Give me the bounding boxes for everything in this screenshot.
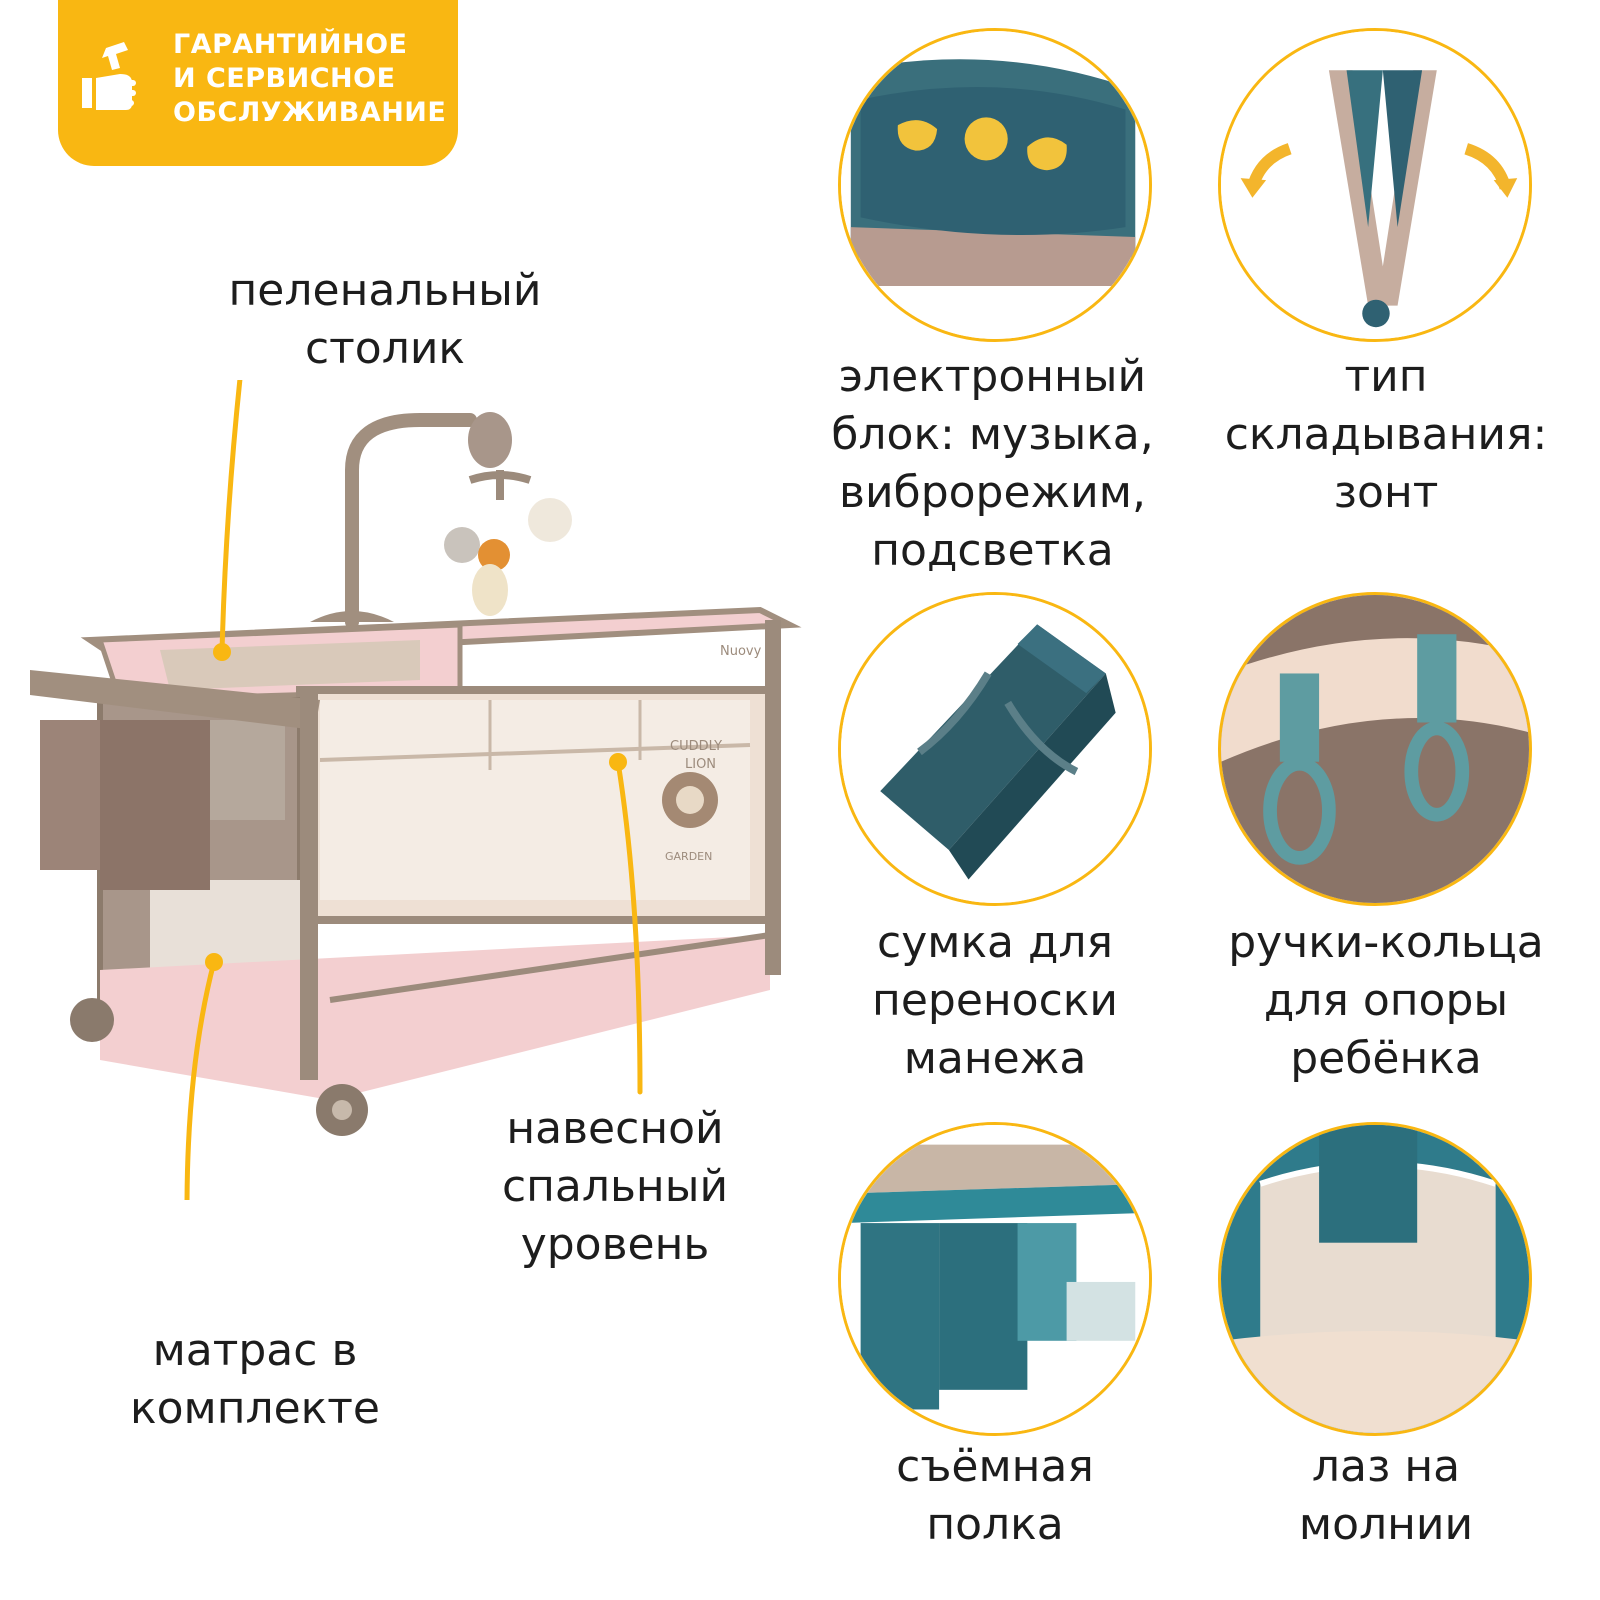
removable-shelf-label: съёмная полка — [800, 1438, 1190, 1554]
electronic-unit-label: электронный блок: музыка, виброрежим, по… — [790, 348, 1195, 580]
electronic-unit-line-3: виброрежим, — [839, 467, 1146, 518]
mattress-line-1: матрас в — [152, 1325, 358, 1376]
sleeping-level-leader — [615, 759, 643, 1095]
warranty-badge: ГАРАНТИЙНОЕ И СЕРВИСНОЕ ОБСЛУЖИВАНИЕ — [58, 0, 458, 166]
folding-type-line-2: складывания: — [1224, 409, 1548, 460]
decal-line-2: LION — [685, 757, 716, 772]
changing-table-leader — [219, 380, 243, 655]
brand-mark: Nuovy — [720, 644, 762, 659]
carry-bag-photo — [838, 592, 1152, 906]
removable-shelf-photo — [838, 1122, 1152, 1436]
electronic-unit-line-1: электронный — [838, 351, 1147, 402]
service-hand-hammer-icon — [82, 42, 136, 110]
zip-door-line-2: молнии — [1298, 1499, 1474, 1550]
electronic-unit-line-4: подсветка — [871, 525, 1114, 576]
sleeping-level-line-3: уровень — [520, 1219, 710, 1270]
folding-type-line-3: зонт — [1333, 467, 1439, 518]
mattress-line-2: комплекте — [130, 1383, 380, 1434]
sleeping-level-line-2: спальный — [501, 1161, 729, 1212]
sleeping-level-label: навесной спальный уровень — [450, 1100, 780, 1274]
warranty-text: ГАРАНТИЙНОЕ И СЕРВИСНОЕ ОБСЛУЖИВАНИЕ — [173, 28, 458, 130]
electronic-unit-line-2: блок: музыка, — [831, 409, 1154, 460]
warranty-line-3: ОБСЛУЖИВАНИЕ — [173, 97, 447, 128]
carry-bag-line-3: манежа — [903, 1033, 1087, 1084]
decal-line-3: GARDEN — [665, 850, 712, 863]
warranty-line-2: И СЕРВИСНОЕ — [173, 63, 396, 94]
mattress-label: матрас в комплекте — [80, 1322, 430, 1438]
zip-door-label: лаз на молнии — [1196, 1438, 1576, 1554]
removable-shelf-line-1: съёмная — [896, 1441, 1094, 1492]
sleeping-level-line-1: навесной — [506, 1103, 724, 1154]
changing-table-line-2: столик — [304, 323, 466, 374]
ring-handles-line-1: ручки-кольца — [1228, 917, 1544, 968]
folding-type-line-1: тип — [1344, 351, 1428, 402]
warranty-line-1: ГАРАНТИЙНОЕ — [173, 29, 408, 60]
decal-line-1: CUDDLY — [670, 739, 722, 754]
mattress-leader — [184, 959, 217, 1200]
folding-type-label: тип складывания: зонт — [1196, 348, 1576, 522]
ring-handles-label: ручки-кольца для опоры ребёнка — [1196, 914, 1576, 1088]
ring-handles-photo — [1218, 592, 1532, 906]
carry-bag-line-2: переноски — [872, 975, 1118, 1026]
changing-table-dot — [213, 643, 231, 661]
electronic-unit-photo — [838, 28, 1152, 342]
removable-shelf-line-2: полка — [926, 1499, 1064, 1550]
ring-handles-line-2: для опоры — [1263, 975, 1509, 1026]
changing-table-line-1: пеленальный — [228, 265, 542, 316]
playpen-illustration: CUDDLY LION GARDEN Nuovy — [30, 380, 802, 1200]
sleeping-level-dot — [609, 753, 627, 771]
carry-bag-line-1: сумка для — [877, 917, 1113, 968]
ring-handles-line-3: ребёнка — [1290, 1033, 1482, 1084]
mattress-dot — [205, 953, 223, 971]
zip-door-line-1: лаз на — [1311, 1441, 1461, 1492]
changing-table-label: пеленальный столик — [170, 262, 600, 378]
zip-door-photo — [1218, 1122, 1532, 1436]
carry-bag-label: сумка для переноски манежа — [800, 914, 1190, 1088]
folding-type-photo — [1218, 28, 1532, 342]
